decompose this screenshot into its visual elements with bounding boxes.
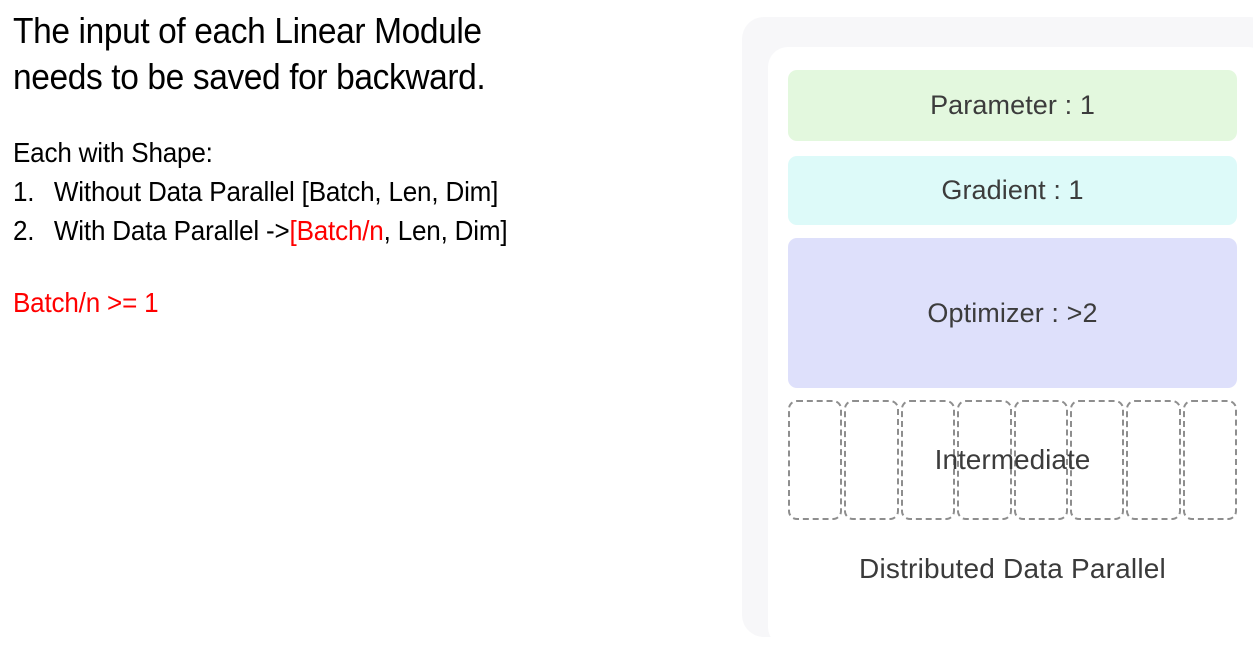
shape-intro-label: Each with Shape:: [13, 137, 213, 168]
headline-line-1: The input of each Linear Module: [13, 10, 482, 51]
memory-block-optimizer: Optimizer : >2: [788, 238, 1237, 388]
memory-block-parameter-label: Parameter : 1: [930, 90, 1095, 120]
intermediate-cell: [844, 400, 899, 520]
list-item-text-tail: , Len, Dim]: [383, 215, 508, 246]
memory-stack: Parameter : 1 Gradient : 1 Optimizer : >…: [788, 70, 1237, 585]
headline-line-2: needs to be saved for backward.: [13, 56, 486, 97]
panel-caption: Distributed Data Parallel: [859, 553, 1166, 584]
left-text-column: The input of each Linear Module needs to…: [13, 10, 740, 318]
memory-block-optimizer-label: Optimizer : >2: [927, 297, 1098, 328]
list-item: 2. With Data Parallel -> [Batch/n, Len, …: [13, 211, 689, 250]
list-spacer: [13, 250, 740, 284]
intermediate-cell: [1069, 400, 1125, 520]
list-marker: 2.: [13, 215, 35, 246]
intermediate-cell: [1126, 400, 1181, 520]
intermediate-cell: [1182, 400, 1237, 520]
intermediate-cell: [900, 400, 956, 520]
list-item: 1. Without Data Parallel [Batch, Len, Di…: [13, 172, 689, 211]
intermediate-cell: [1013, 400, 1068, 520]
headline-spacer: [13, 100, 740, 134]
memory-block-gradient: Gradient : 1: [788, 156, 1237, 225]
list-item-highlight: [Batch/n: [289, 215, 384, 246]
intermediate-cell: [957, 400, 1012, 520]
list-item-text: With Data Parallel ->: [53, 215, 290, 246]
memory-block-intermediate: Intermediate: [788, 400, 1237, 520]
list-item-text: Without Data Parallel [Batch, Len, Dim]: [53, 176, 499, 207]
memory-block-parameter: Parameter : 1: [788, 70, 1237, 141]
memory-block-gradient-label: Gradient : 1: [941, 175, 1084, 205]
list-marker: 1.: [13, 176, 35, 207]
intermediate-cell: [788, 400, 843, 520]
constraint-text: Batch/n >= 1: [13, 287, 159, 318]
